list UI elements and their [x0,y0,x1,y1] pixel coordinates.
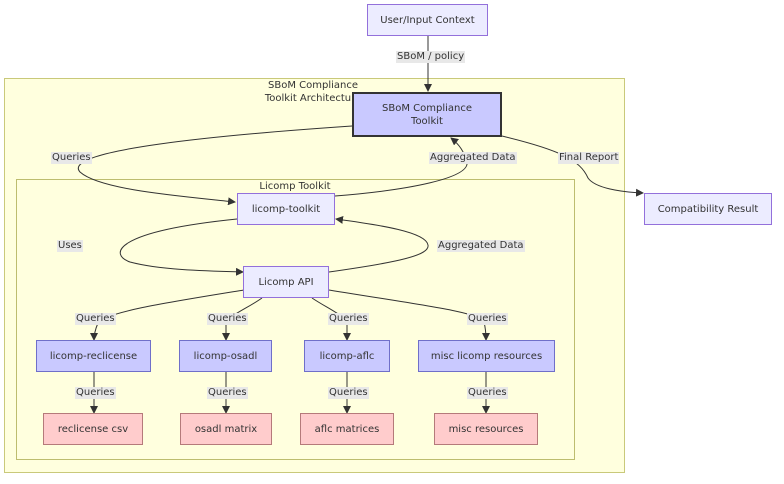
edge-label-queries-reclicense-csv: Queries [75,387,116,399]
node-licomp-aflc: licomp-aflc [304,340,390,372]
edge-label-queries-misc: Queries [467,313,508,325]
node-misc-resources: misc resources [434,413,538,445]
edge-label-queries-reclicense: Queries [75,313,116,325]
edge-label-queries-top: Queries [51,152,92,164]
edge-label-queries-misc-resources: Queries [467,387,508,399]
node-licomp-toolkit: licomp-toolkit [237,193,335,225]
node-user-input-context: User/Input Context [367,4,488,36]
node-osadl-matrix: osadl matrix [180,413,272,445]
edge-label-queries-osadl-matrix: Queries [207,387,248,399]
edge-label-uses: Uses [57,240,83,252]
cluster-sbom-architecture-title: SBoM Compliance Toolkit Architecture [230,79,396,105]
edge-label-aggregated-top: Aggregated Data [429,152,517,164]
edge-api-to-aflc [311,297,351,341]
node-licomp-api: Licomp API [243,266,329,298]
node-reclicense-csv: reclicense csv [43,413,143,445]
edge-toolkit-to-licomp-toolkit [77,125,353,206]
edge-licomp-toolkit-to-api [119,218,244,276]
edge-api-to-osadl [222,297,263,341]
node-misc-licomp-resources: misc licomp resources [418,340,555,372]
edge-api-to-licomp-toolkit [328,215,429,273]
node-licomp-osadl: licomp-osadl [179,340,272,372]
cluster-licomp-toolkit-title: Licomp Toolkit [259,181,331,192]
node-sbom-compliance-toolkit: SBoM Compliance Toolkit [352,92,502,137]
edge-label-queries-aflc-matrices: Queries [328,387,369,399]
edge-label-sbom-policy: SBoM / policy [396,51,466,63]
node-aflc-matrices: aflc matrices [300,413,394,445]
edge-label-aggregated-mid: Aggregated Data [437,240,525,252]
edge-toolkit-to-result [501,135,644,197]
edge-label-queries-aflc: Queries [328,313,369,325]
edge-label-final-report: Final Report [558,152,620,164]
edge-label-queries-osadl: Queries [207,313,248,325]
node-licomp-reclicense: licomp-reclicense [36,340,151,372]
edge-licomp-toolkit-to-toolkit [334,137,468,197]
node-sbom-toolkit-line2: Toolkit [411,115,443,127]
cluster-title-line2: Toolkit Architecture [264,93,362,104]
cluster-title-line1: SBoM Compliance [268,80,358,91]
node-sbom-toolkit-line1: SBoM Compliance [382,102,472,114]
node-compatibility-result: Compatibility Result [644,193,772,225]
